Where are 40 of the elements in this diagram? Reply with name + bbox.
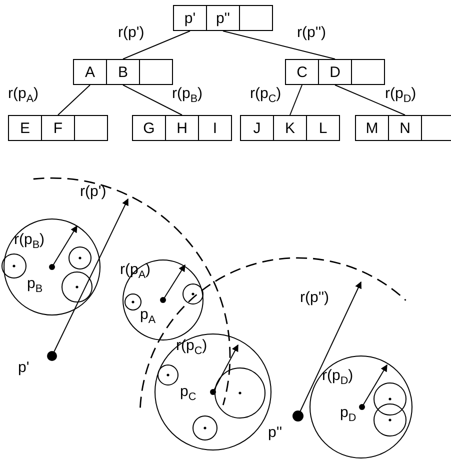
edge-label: r(p$_{C}$) xyxy=(250,86,282,106)
radius-label: r(p$_{A}$) xyxy=(120,262,151,282)
connector-line xyxy=(58,84,90,116)
connector-line xyxy=(122,30,190,60)
edge-label: r(p$_{A}$) xyxy=(8,86,39,106)
entry-cell: M xyxy=(355,115,389,141)
point-label: p'' xyxy=(268,425,282,442)
radius-label: r(p$_{B}$) xyxy=(14,232,45,252)
entry-cell: B xyxy=(106,59,140,85)
connector-line xyxy=(290,84,302,116)
entry-cell: p' xyxy=(173,5,207,31)
point-label: p$_{A}$ xyxy=(140,307,156,327)
entry-cell: L xyxy=(306,115,340,141)
edge-label: r(p$_{D}$) xyxy=(385,86,416,106)
point-label: p$_{B}$ xyxy=(27,276,43,296)
edge-label: r(p'') xyxy=(297,25,326,42)
entry-cell: p'' xyxy=(206,5,240,31)
entry-cell: J xyxy=(240,115,274,141)
edge-label: r(p') xyxy=(118,25,144,42)
connector-line xyxy=(334,84,406,116)
entry-cell: D xyxy=(318,59,352,85)
entry-cell: C xyxy=(285,59,319,85)
entry-cell: H xyxy=(165,115,199,141)
entry-cell: G xyxy=(132,115,166,141)
entry-cell: F xyxy=(41,115,75,141)
entry-cell: K xyxy=(273,115,307,141)
point-label: p$_{C}$ xyxy=(180,384,196,404)
radius-label: r(p') xyxy=(80,184,106,200)
radius-label: r(p$_{C}$) xyxy=(176,338,208,358)
point-label: p$_{D}$ xyxy=(340,405,356,425)
connector-line xyxy=(122,84,182,116)
entry-cell: E xyxy=(8,115,42,141)
entry-cell: N xyxy=(388,115,422,141)
connector-line xyxy=(222,30,336,60)
radius-label: r(p$_{D}$) xyxy=(322,368,354,388)
edge-label: r(p$_{B}$) xyxy=(172,86,203,106)
entry-cell: A xyxy=(73,59,107,85)
radius-label: r(p'') xyxy=(300,290,330,306)
point-label: p' xyxy=(18,360,30,376)
entry-cell: I xyxy=(198,115,232,141)
